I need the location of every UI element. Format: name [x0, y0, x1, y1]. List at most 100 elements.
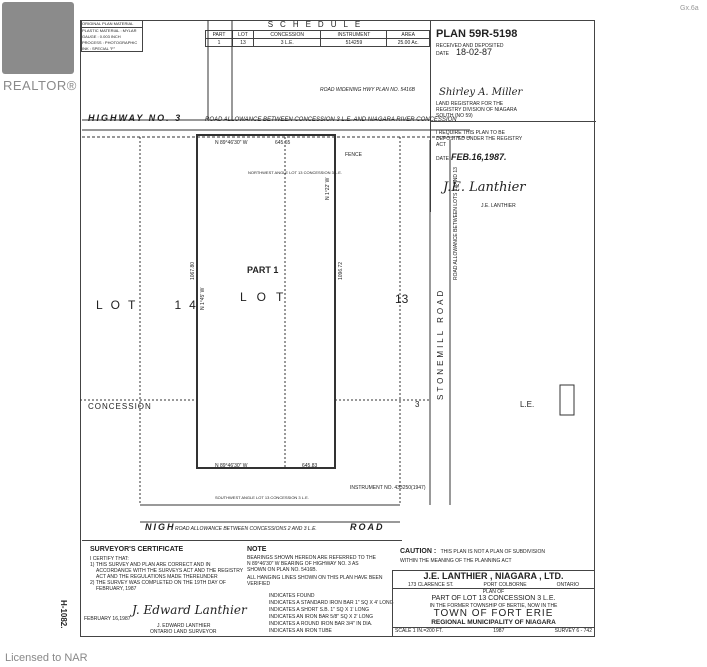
caution: CAUTION : THIS PLAN IS NOT A PLAN OF SUB…: [400, 540, 595, 564]
require-date: FEB.16,1987.: [451, 152, 507, 162]
caution-line: THIS PLAN IS NOT A PLAN OF SUBDIVISION: [440, 549, 546, 555]
deposit-date: 18-02-87: [456, 47, 493, 57]
realtor-logo-text: REALTOR®: [3, 78, 77, 93]
firm-address: 173 CLARENCE ST. PORT COLBORNE ONTARIO: [393, 582, 594, 589]
key-plan: [559, 384, 575, 416]
title-block: J.E. LANTHIER , NIAGARA , LTD. 173 CLARE…: [392, 570, 595, 637]
town-name: TOWN OF FORT ERIE: [433, 608, 554, 619]
bottom-road-allowance: ROAD ALLOWANCE BETWEEN CONCESSIONS 2 AND…: [175, 526, 317, 532]
certificate-line: I CERTIFY THAT:: [90, 556, 129, 562]
south-distance: 645.83: [302, 463, 318, 469]
legend-item: INDICATES A STANDARD IRON BAR 1" SQ x 4'…: [269, 600, 394, 606]
concession-number: 3: [415, 400, 420, 409]
schedule-cell: 13: [232, 38, 254, 47]
east-distance: 1096.72: [338, 261, 344, 280]
registrar-line: LAND REGISTRAR FOR THE: [436, 101, 504, 107]
side-code: H-1082.: [59, 600, 68, 629]
instrument-label: INSTRUMENT No. 433250(1947): [350, 485, 426, 491]
certificate-line: FEBRUARY, 1987: [96, 586, 137, 592]
address-province: ONTARIO: [556, 582, 580, 588]
material-title: ORIGINAL PLAN MATERIAL: [82, 21, 142, 28]
caution-label: CAUTION :: [400, 548, 437, 555]
material-line: INK : SPECIAL "F": [82, 46, 116, 51]
firm-name: J.E. LANTHIER , NIAGARA , LTD.: [423, 571, 564, 581]
scale: SCALE 1 IN.=200 FT.: [395, 628, 443, 634]
schedule-cell: 514259: [320, 38, 388, 47]
require-line: I REQUIRE THIS PLAN TO BE: [436, 130, 505, 136]
registrar-line: SOUTH (No 59): [436, 113, 473, 119]
schedule-title: SCHEDULE: [267, 20, 368, 29]
survey-plan-sheet: [80, 20, 595, 637]
license-text: Licensed to NAR: [5, 652, 88, 664]
realtor-logo-mark: [2, 2, 74, 74]
registrar-line: REGISTRY DIVISION OF NIAGARA: [436, 107, 517, 113]
note-line: SHOWN ON PLAN No. 5416B.: [247, 567, 318, 573]
year: 1987: [493, 628, 505, 634]
certificate-date: FEBRUARY 16,1987: [84, 616, 131, 622]
note-title: NOTE: [247, 546, 267, 553]
surveyor-certificate: SURVEYOR'S CERTIFICATE I CERTIFY THAT: 1…: [82, 540, 247, 638]
registrar-signature: Shirley A. Miller: [439, 87, 523, 98]
lot13-label: 13: [395, 292, 409, 306]
certificate-line: 2) THE SURVEY WAS COMPLETED ON THE 19TH …: [90, 580, 226, 586]
highway-label: HIGHWAY No. 3: [88, 113, 183, 123]
legend-item: INDICATES AN IRON TUBE: [269, 628, 332, 634]
schedule-table: PART LOT CONCESSION INSTRUMENT AREA 1 13…: [204, 30, 430, 47]
fence-label: FENCE: [345, 152, 362, 158]
caution-line: WITHIN THE MEANING OF THE PLANNING ACT: [400, 558, 512, 564]
legend-item: INDICATES FOUND: [269, 593, 315, 599]
road-widening-label: ROAD WIDENING HWY PLAN No. 5416B: [320, 87, 415, 93]
stonemill-road-label: STONEMILL ROAD: [436, 287, 445, 400]
certificate-line: ACT AND THE REGULATIONS MADE THEREUNDER: [96, 574, 218, 580]
sw-angle-label: SOUTHWEST ANGLE LOT 13 CONCESSION 3 L.E.: [215, 495, 309, 500]
west-distance: 1067.80: [190, 261, 196, 280]
note-line: N 89°46'30" W BEARING OF HIGHWAY No. 3 A…: [247, 561, 359, 567]
title-footer: SCALE 1 IN.=200 FT. 1987 SURVEY 6 - 742: [393, 627, 594, 634]
concession-label: CONCESSION: [88, 402, 152, 411]
lanthier-name: J.E. LANTHIER: [481, 203, 516, 209]
material-line: PLASTIC MATERIAL : MYLAR: [82, 28, 137, 33]
plan-of: PLAN OF: [482, 589, 505, 595]
stonemill-allowance-label: ROAD ALLOWANCE BETWEEN LOTS 12 AND 13: [453, 167, 459, 280]
nw-angle-label: NORTHWEST ANGLE LOT 13 CONCESSION 3 L.E.: [248, 170, 343, 175]
lanthier-signature: J.E. Lanthier: [443, 180, 526, 195]
plan-part: PART OF LOT 13 CONCESSION 3 L.E.: [431, 595, 556, 602]
address-city: PORT COLBORNE: [483, 582, 527, 588]
legend-item: INDICATES A SHORT S.B. 1" SQ x 1' LONG: [269, 607, 369, 613]
part-label: PART 1: [247, 265, 279, 275]
note-line: ALL HANGING LINES SHOWN ON THIS PLAN HAV…: [247, 575, 383, 581]
certificate-line: 1) THIS SURVEY AND PLAN ARE CORRECT AND …: [90, 562, 211, 568]
survey-number: SURVEY 6 - 742: [554, 628, 592, 634]
lot14-label: LOT 14: [96, 298, 204, 312]
region-name: REGIONAL MUNICIPALITY OF NIAGARA: [431, 619, 556, 626]
address-street: 173 CLARENCE ST.: [407, 582, 454, 588]
schedule-cell: 25.00 Ac.: [386, 38, 430, 47]
material-box: ORIGINAL PLAN MATERIAL PLASTIC MATERIAL …: [81, 20, 143, 52]
note-line: VERIFIED: [247, 581, 271, 587]
legend-item: INDICATES AN IRON BAR 5/8" SQ x 2' LONG: [269, 614, 374, 620]
plan-number: PLAN 59R-5198: [436, 28, 518, 40]
north-distance: 645.65: [275, 140, 291, 146]
date-label: DATE: [436, 51, 449, 57]
schedule-row: 1 13 3 L.E. 514259 25.00 Ac.: [204, 38, 430, 47]
plan-registration-box: PLAN 59R-5198 RECEIVED AND DEPOSITED DAT…: [430, 20, 596, 212]
material-line: GAUGE : 0.003 INCH: [82, 34, 121, 39]
material-line: PROCESS : PHOTOGRAPHIC: [82, 40, 138, 45]
former-township: IN THE FORMER TOWNSHIP OF BERTIE, NOW IN…: [429, 603, 558, 609]
part1-boundary: [196, 134, 336, 469]
note-line: BEARINGS SHOWN HEREON ARE REFERRED TO TH…: [247, 555, 376, 561]
schedule-header-row: PART LOT CONCESSION INSTRUMENT AREA: [204, 30, 430, 39]
certificate-title: SURVEYOR'S CERTIFICATE: [90, 546, 184, 553]
south-bearing: N 89°46'30" W: [215, 463, 248, 469]
north-bearing: N 89°46'30" W: [215, 140, 248, 146]
lot-label: LOT: [240, 290, 294, 304]
bottom-road-left: NIGH: [145, 522, 176, 532]
require-line: DEPOSITED UNDER THE REGISTRY: [436, 136, 523, 142]
le-label: L.E.: [520, 400, 535, 409]
bottom-road-right: ROAD: [350, 522, 385, 532]
note-section: NOTE BEARINGS SHOWN HEREON ARE REFERRED …: [247, 540, 402, 638]
certificate-line: ACCORDANCE WITH THE SURVEYS ACT AND THE …: [96, 568, 244, 574]
realtor-logo: REALTOR®: [0, 0, 80, 100]
require-line: ACT: [436, 142, 446, 148]
